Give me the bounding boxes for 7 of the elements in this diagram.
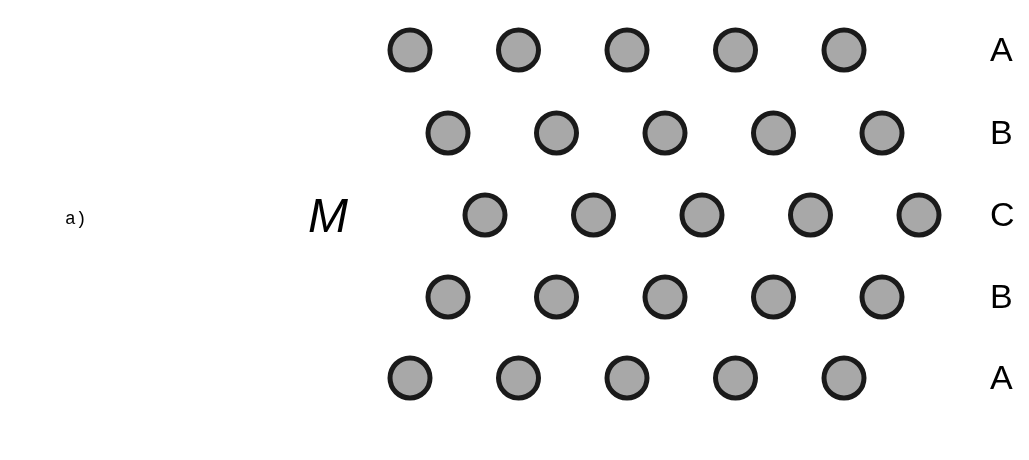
row-label: B xyxy=(990,279,1013,313)
row-label: A xyxy=(990,32,1013,66)
row-label: A xyxy=(990,360,1013,394)
panel-label: a) xyxy=(65,210,87,228)
row-label: C xyxy=(990,197,1015,231)
row-label: B xyxy=(990,115,1013,149)
layer-label: M xyxy=(308,192,348,240)
